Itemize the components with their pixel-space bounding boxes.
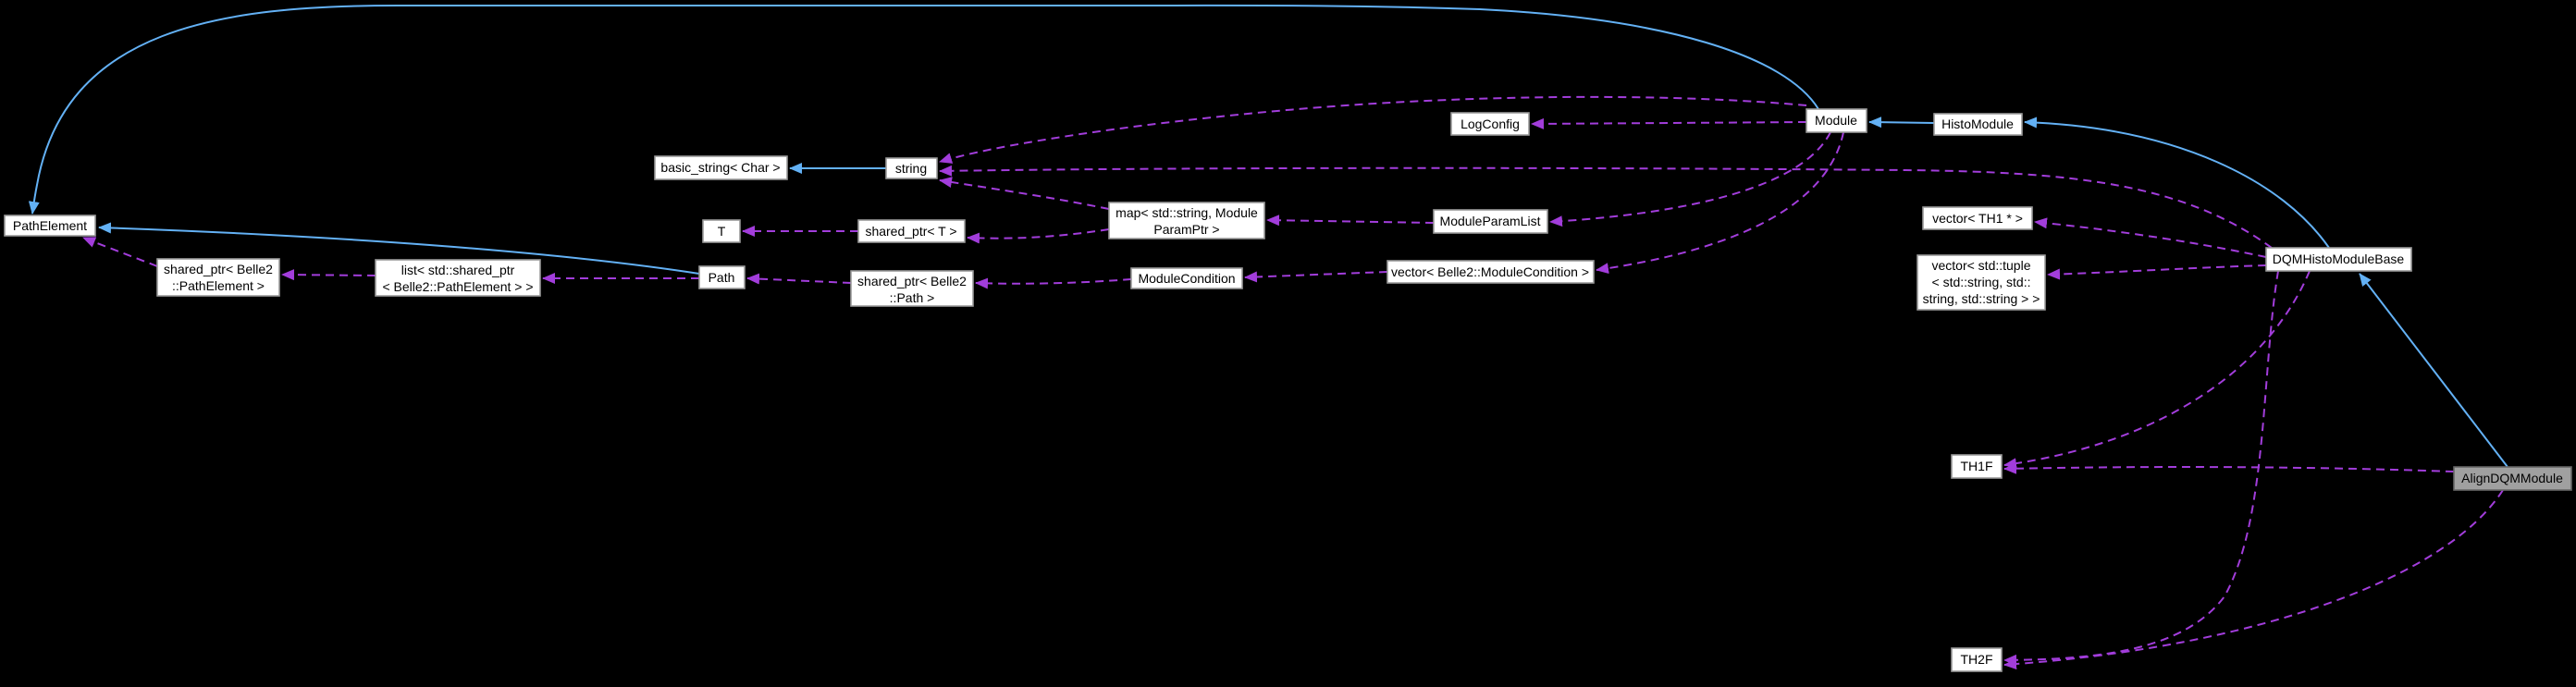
node-box (885, 157, 938, 179)
node-box (1951, 647, 2003, 672)
node-box (1806, 108, 1867, 133)
edge-path-pathelement-inheritance (98, 222, 700, 275)
node-label: TH2F (1961, 652, 1993, 667)
node-basic-string[interactable]: basic_string< Char > (654, 155, 788, 180)
node-box (2453, 466, 2572, 491)
node-modulecondition[interactable]: ModuleCondition (1130, 267, 1243, 289)
edge-module-moduleparamlist-usage (1549, 131, 1831, 227)
node-label: vector< Belle2::ModuleCondition > (1391, 264, 1589, 279)
node-sharedptr-pathelement[interactable]: shared_ptr< Belle2 ::PathElement > (156, 258, 280, 297)
node-module[interactable]: Module (1806, 108, 1867, 133)
edge-module-logconfig-usage (1531, 117, 1807, 129)
node-box (1922, 206, 2033, 230)
node-box (156, 258, 280, 297)
node-pathelement[interactable]: PathElement (4, 215, 96, 237)
node-label: ModuleCondition (1138, 271, 1235, 286)
node-aligndqmmodule-current: AlignDQMModule (2453, 466, 2572, 491)
edge-module-string-usage (939, 95, 1807, 164)
node-box (1130, 267, 1243, 289)
node-label-line2: < std::string, std:: (1932, 275, 2031, 289)
node-dqmhistomodulebase[interactable]: DQMHistoModuleBase (2265, 247, 2412, 272)
node-th1f[interactable]: TH1F (1951, 454, 2003, 479)
edge-map-sharedptrt-usage (967, 228, 1110, 244)
edge-list-sharedptrpathelement-usage (281, 269, 376, 281)
node-label-line2: ::PathElement > (172, 278, 265, 293)
node-label-line1: shared_ptr< Belle2 (164, 262, 273, 276)
node-label-line1: shared_ptr< Belle2 (857, 274, 967, 288)
node-label: TH1F (1961, 459, 1993, 473)
edge-aligndqmmodule-dqmhistomodulebase-inheritance (2359, 273, 2508, 468)
node-box (1108, 202, 1265, 239)
node-box (1951, 454, 2003, 479)
node-box (4, 215, 96, 237)
edge-dqmhistomodulebase-vectortuple-usage (2047, 264, 2267, 280)
node-box (1387, 260, 1595, 284)
node-label: Path (709, 270, 735, 285)
node-label: PathElement (13, 218, 87, 233)
edge-moduleparamlist-map-usage (1266, 215, 1435, 227)
node-label: AlignDQMModule (2461, 471, 2563, 485)
node-box (698, 265, 746, 289)
node-label: DQMHistoModuleBase (2273, 251, 2405, 266)
edge-dqmhistomodulebase-vectorth1-usage (2034, 217, 2267, 258)
node-label: basic_string< Char > (660, 160, 780, 175)
edge-sharedptrpath-path-usage (746, 273, 852, 285)
node-label-line2: ParamPtr > (1153, 222, 1219, 237)
edge-module-pathelement-inheritance (28, 4, 1819, 215)
node-label-line3: string, std::string > > (1923, 291, 2040, 306)
edge-module-vectormodulecondition-usage (1596, 131, 1844, 275)
node-path[interactable]: Path (698, 265, 746, 289)
edge-dqmhistomodulebase-th2f-usage (2003, 270, 2279, 666)
node-sharedptr-t[interactable]: shared_ptr< T > (857, 219, 966, 243)
node-label-line2: < Belle2::PathElement > > (382, 279, 533, 294)
node-map-moduleparamptr[interactable]: map< std::string, Module ParamPtr > (1108, 202, 1265, 239)
node-label-line1: map< std::string, Module (1115, 205, 1258, 220)
node-label: HistoModule (1941, 117, 2014, 131)
node-th2f[interactable]: TH2F (1951, 647, 2003, 672)
edge-histomodule-module-inheritance (1868, 117, 1935, 129)
edge-dqmhistomodulebase-string-usage (939, 165, 2273, 249)
node-label: T (718, 224, 726, 239)
node-vector-th1[interactable]: vector< TH1 * > (1922, 206, 2033, 230)
node-histomodule[interactable]: HistoModule (1933, 113, 2023, 136)
edge-dqmhistomodulebase-histomodule-inheritance (2024, 117, 2330, 249)
node-label: Module (1815, 113, 1857, 128)
node-label: vector< TH1 * > (1932, 211, 2023, 226)
edge-modulecondition-sharedptrpath-usage (975, 277, 1132, 289)
node-sharedptr-path[interactable]: shared_ptr< Belle2 ::Path > (850, 270, 974, 307)
edge-vectormodulecondition-modulecondition-usage (1244, 271, 1388, 283)
edge-sharedptrpathelement-pathelement-usage (82, 237, 158, 267)
node-label-line1: vector< std::tuple (1931, 258, 2030, 273)
node-logconfig[interactable]: LogConfig (1450, 112, 1530, 136)
node-box (702, 219, 741, 243)
node-box (1917, 254, 2046, 311)
node-label-line1: list< std::shared_ptr (401, 263, 515, 277)
node-box (857, 219, 966, 243)
node-box (850, 270, 974, 307)
node-list-sharedptr[interactable]: list< std::shared_ptr < Belle2::PathElem… (375, 259, 541, 297)
node-vector-modulecondition[interactable]: vector< Belle2::ModuleCondition > (1387, 260, 1595, 284)
node-box (1933, 113, 2023, 136)
edge-dqmhistomodulebase-th1f-usage (2003, 270, 2311, 470)
node-string[interactable]: string (885, 157, 938, 179)
node-label: ModuleParamList (1440, 214, 1541, 228)
node-label-line2: ::Path > (890, 290, 935, 305)
node-box (1433, 209, 1548, 234)
node-box (654, 155, 788, 180)
node-box (2265, 247, 2412, 272)
node-label: string (895, 161, 927, 176)
node-moduleparamlist[interactable]: ModuleParamList (1433, 209, 1548, 234)
node-box (1450, 112, 1530, 136)
edge-aligndqmmodule-th2f-usage (2003, 489, 2504, 670)
node-t[interactable]: T (702, 219, 741, 243)
node-label: shared_ptr< T > (865, 224, 956, 239)
node-label: LogConfig (1461, 117, 1520, 131)
node-vector-tuple[interactable]: vector< std::tuple < std::string, std:: … (1917, 254, 2046, 311)
edge-map-string-usage (939, 177, 1110, 210)
node-box (375, 259, 541, 297)
edge-aligndqmmodule-th1f-usage (2003, 462, 2455, 474)
